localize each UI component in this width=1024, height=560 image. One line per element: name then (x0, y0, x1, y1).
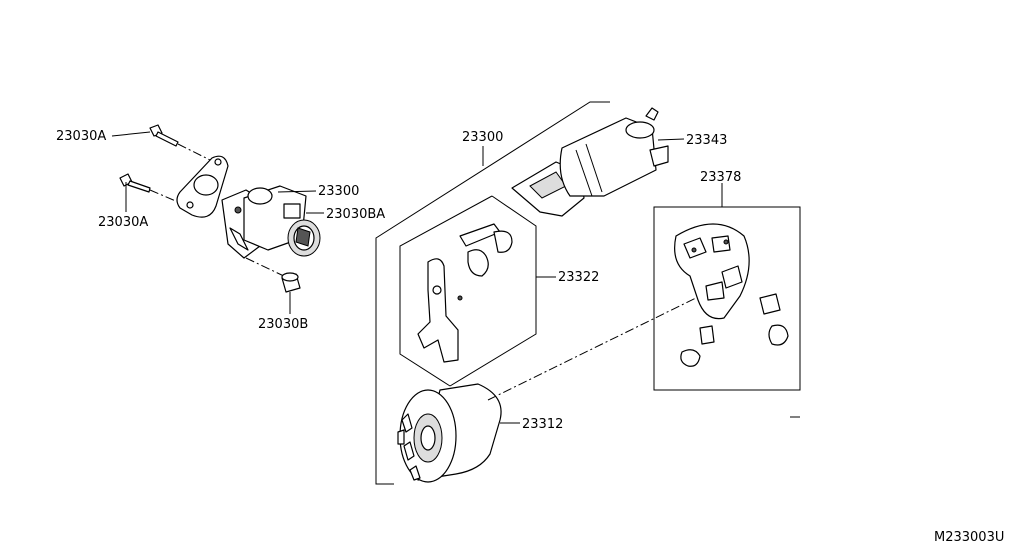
lever (417, 223, 513, 363)
assembly-axis-line (487, 295, 701, 401)
label-brush-holder: 23378 (700, 170, 741, 185)
pinion-gear (397, 383, 502, 483)
label-bolt-lower: 23030A (98, 215, 148, 230)
label-starter-ba: 23030BA (326, 207, 385, 222)
leader-bolt-upper (111, 131, 151, 137)
cap (281, 272, 301, 293)
brush-holder-box (653, 206, 801, 391)
group-bracket (375, 101, 610, 485)
solenoid (511, 107, 669, 217)
label-solenoid: 23343 (686, 133, 727, 148)
label-lever: 23322 (558, 270, 599, 285)
lever-bracket-right (449, 195, 537, 387)
drawing-code: M233003U (934, 530, 1004, 545)
label-pinion: 23312 (522, 417, 563, 432)
starter-motor-assembly (221, 185, 321, 259)
brush-holder (674, 223, 789, 367)
leader-starter-assembly (277, 190, 317, 193)
label-starter-group: 23300 (462, 130, 503, 145)
label-bolt-upper: 23030A (56, 129, 106, 144)
bolt-upper (149, 124, 211, 161)
label-starter-assembly: 23300 (318, 184, 359, 199)
gasket (176, 155, 229, 218)
cap-guide-line (245, 257, 289, 279)
leader-solenoid (657, 138, 685, 141)
lever-bracket (399, 195, 493, 387)
bolt-lower (119, 173, 186, 206)
label-cap: 23030B (258, 317, 308, 332)
